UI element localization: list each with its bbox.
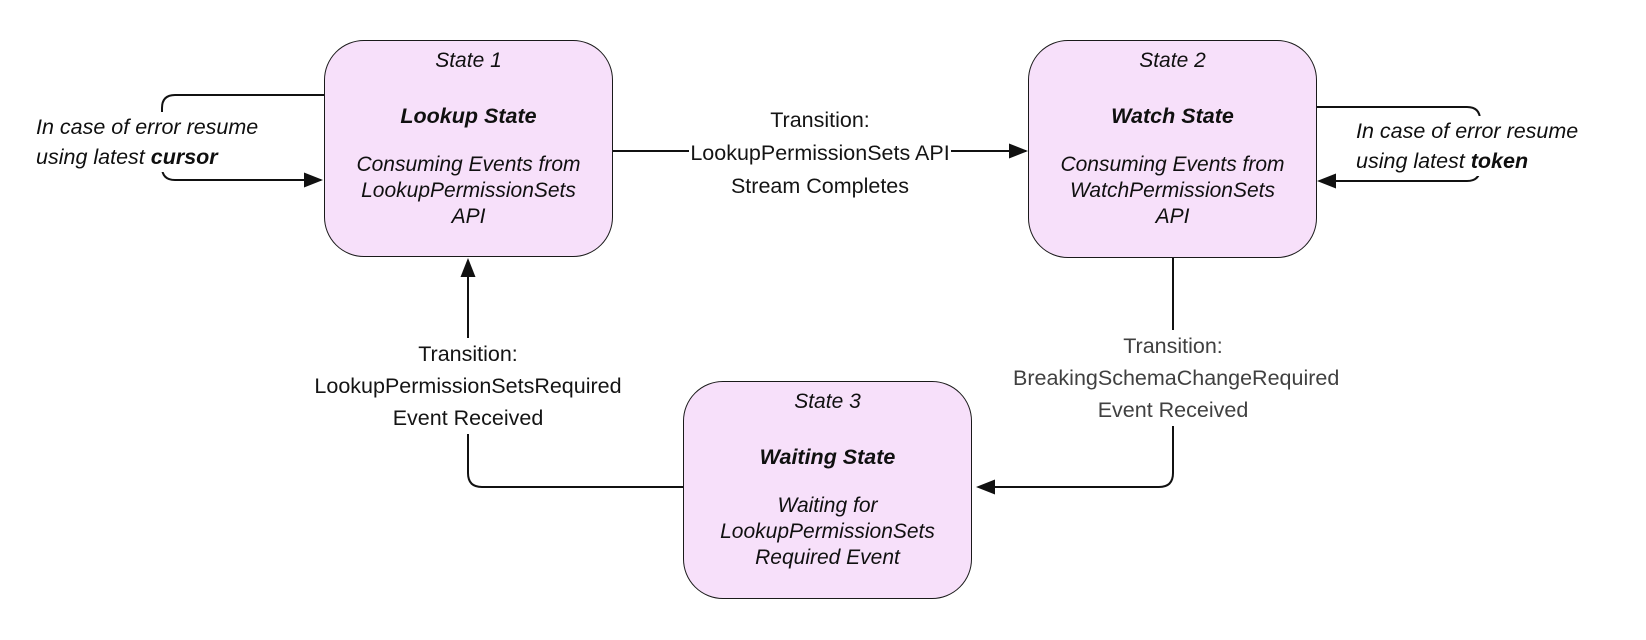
arrowhead-lookup-to-watch: [1009, 143, 1028, 159]
state-description-line: LookupPermissionSets: [720, 520, 935, 543]
error-loop-label-cursor: In case of error resume using latest cur…: [36, 112, 290, 172]
state-number-label: State 2: [1139, 49, 1206, 72]
state-description-line: Consuming Events from: [356, 153, 581, 176]
state-description-line: Consuming Events from: [1060, 153, 1285, 176]
state-description: Consuming Events from WatchPermissionSet…: [1060, 152, 1284, 230]
state-description-line: API: [451, 205, 486, 228]
transition-event: LookupPermissionSets API: [689, 137, 951, 170]
state-description-line: WatchPermissionSets: [1069, 179, 1276, 202]
transition-detail: Stream Completes: [730, 174, 910, 198]
arrow-line-waiting-to-lookup: [467, 261, 683, 488]
state-box-watch: State 2 Watch State Consuming Events fro…: [1028, 40, 1317, 258]
state-description-line: API: [1155, 205, 1190, 228]
transition-event: LookupPermissionSetsRequired: [314, 374, 622, 398]
state-description-line: Waiting for: [777, 494, 878, 517]
state-number-label: State 3: [794, 390, 861, 413]
transition-label-waiting-to-lookup: Transition: LookupPermissionSetsRequired…: [308, 338, 628, 434]
transition-label-watch-to-waiting: Transition: BreakingSchemaChangeRequired…: [1013, 330, 1340, 426]
arrowhead-loop-token: [1317, 173, 1336, 189]
error-loop-label-token: In case of error resume using latest tok…: [1356, 116, 1610, 176]
transition-title: Transition:: [1123, 334, 1223, 358]
arrow-line-watch-to-waiting: [979, 258, 1174, 488]
state-box-waiting: State 3 Waiting State Waiting for Lookup…: [683, 381, 972, 599]
state-name: Lookup State: [400, 104, 537, 128]
error-loop-keyword: cursor: [150, 145, 218, 169]
transition-title: Transition:: [418, 342, 518, 366]
arrowhead-waiting-to-lookup: [460, 258, 476, 277]
error-loop-line: In case of error resume: [36, 115, 259, 139]
arrowhead-watch-to-waiting: [976, 479, 995, 495]
transition-label-lookup-to-watch: Transition: LookupPermissionSets API Str…: [670, 104, 970, 203]
state-box-lookup: State 1 Lookup State Consuming Events fr…: [324, 40, 613, 257]
state-number-label: State 1: [435, 49, 502, 72]
state-name: Waiting State: [759, 445, 896, 469]
state-description-line: LookupPermissionSets: [361, 179, 576, 202]
state-description: Consuming Events from LookupPermissionSe…: [356, 152, 580, 230]
error-loop-line: using latest token: [1356, 149, 1529, 173]
transition-detail: Event Received: [392, 406, 544, 430]
transition-event: BreakingSchemaChangeRequired: [1013, 366, 1340, 390]
error-loop-keyword: token: [1470, 149, 1529, 173]
arrowhead-loop-cursor: [304, 172, 323, 188]
state-description-line: Required Event: [755, 546, 900, 569]
state-description: Waiting for LookupPermissionSets Require…: [720, 493, 935, 571]
error-loop-line: In case of error resume: [1356, 119, 1579, 143]
transition-detail: Event Received: [1097, 398, 1249, 422]
error-loop-line: using latest cursor: [36, 145, 218, 169]
state-name: Watch State: [1111, 104, 1234, 128]
transition-title: Transition:: [770, 108, 870, 132]
